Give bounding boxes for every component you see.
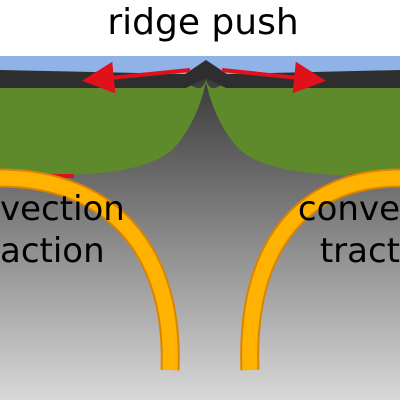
convection-cell-right-fill bbox=[242, 170, 400, 371]
left-label-line1: vection bbox=[0, 189, 125, 229]
convection-cell-left-fill bbox=[0, 170, 178, 371]
left-label-line2: action bbox=[0, 231, 105, 271]
lithosphere-plates bbox=[0, 80, 400, 176]
right-label-line1: conve bbox=[298, 189, 400, 229]
right-label-line2: tract bbox=[320, 231, 400, 271]
ridge-push-arrow-left bbox=[82, 61, 191, 94]
diagram-title: ridge push bbox=[107, 2, 298, 43]
ridge-push-arrow-right bbox=[221, 61, 326, 94]
